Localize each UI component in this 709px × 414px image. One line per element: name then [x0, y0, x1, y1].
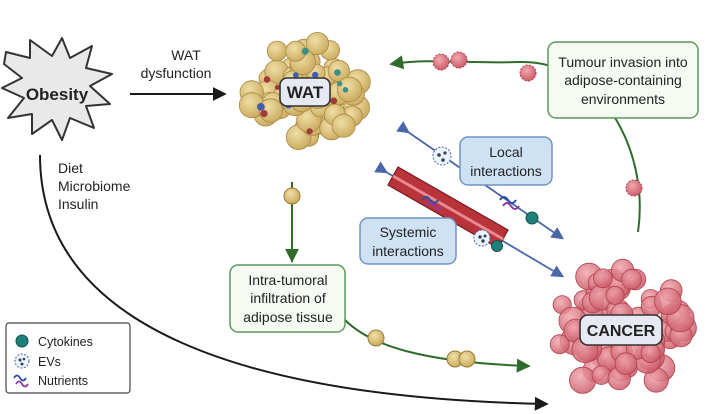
obesity-starburst: [1, 37, 113, 141]
immune-cell: [334, 69, 341, 76]
tumour-cell: [640, 343, 661, 364]
immune-cell: [330, 97, 338, 105]
immune-cell: [263, 76, 271, 83]
obesity-label: Obesity: [26, 85, 89, 104]
cancer-label-box: [579, 314, 663, 346]
immune-cell: [293, 72, 299, 78]
wat-cluster: WAT: [238, 31, 371, 150]
box-tumour-invasion: Tumour invasion into adipose-containing …: [547, 41, 699, 119]
cytokine-vessel: [491, 240, 503, 252]
box-tumour-invasion-line-3: environments: [581, 91, 665, 107]
box-local-interactions: Local interactions: [459, 136, 553, 186]
legend-frame: [5, 322, 131, 394]
legend-nutrient-icon: [13, 374, 29, 388]
tumour-cell: [569, 366, 597, 394]
obesity-node: Obesity: [1, 37, 113, 141]
box-intratumoral-line-3: adipose tissue: [243, 309, 333, 325]
cytokine-local: [525, 211, 539, 225]
box-intratumoral-infiltration: Intra-tumoral infiltration of adipose ti…: [229, 264, 346, 333]
nutrient-local: [499, 196, 517, 204]
box-intratumoral-line-1: Intra-tumoral: [248, 272, 327, 288]
adipocyte: [336, 76, 363, 103]
systemic-factor-microbiome: Microbiome: [58, 178, 131, 194]
legend: Cytokines EVs Nutrients: [5, 322, 131, 394]
adipocyte: [305, 31, 329, 56]
legend-cytokines: Cytokines: [38, 335, 93, 349]
tumour-cell: [605, 285, 625, 305]
nutrient-vessel: [421, 196, 439, 204]
cancer-label: CANCER: [587, 323, 656, 340]
box-tumour-invasion-line-1: Tumour invasion into: [558, 54, 688, 70]
adipocyte: [331, 113, 356, 138]
legend-cytokine-icon: [15, 334, 29, 348]
box-systemic-line-2: interactions: [372, 243, 444, 259]
immune-cell: [337, 81, 343, 87]
immune-cell: [301, 47, 309, 55]
adipocyte: [266, 40, 288, 62]
wat-dysfunction-label-2: dysfunction: [141, 65, 212, 81]
box-systemic-line-1: Systemic: [380, 224, 437, 240]
immune-cell: [257, 103, 265, 111]
arrow-obesity-to-cancer: [39, 154, 549, 411]
legend-evs: EVs: [38, 355, 61, 369]
invading-tumour-cells: [432, 51, 643, 197]
tumour-cell: [621, 268, 642, 290]
wat-dysfunction-label-1: WAT: [171, 47, 201, 63]
box-systemic-interactions: Systemic interactions: [359, 217, 457, 265]
legend-nutrients: Nutrients: [38, 374, 88, 388]
tumour-cell: [591, 365, 612, 385]
immune-cell: [312, 71, 319, 79]
wat-label-box: [279, 77, 331, 107]
box-intratumoral-line-2: infiltration of: [250, 290, 326, 306]
tumour-cell: [654, 287, 682, 316]
tumour-cell: [549, 334, 570, 355]
tumour-cell: [593, 268, 613, 289]
systemic-factor-insulin: Insulin: [58, 196, 98, 212]
ev-vesicle-vessel: [473, 229, 491, 247]
migrating-adipocytes: [283, 187, 476, 368]
blood-vessel: [374, 161, 565, 278]
legend-ev-icon: [14, 353, 30, 369]
systemic-factor-diet: Diet: [58, 160, 83, 176]
immune-cell: [260, 110, 268, 118]
box-tumour-invasion-line-2: adipose-containing: [564, 72, 682, 88]
immune-cell: [274, 85, 280, 90]
tumour-cell: [614, 352, 638, 376]
box-local-line-2: interactions: [470, 163, 542, 179]
immune-cell: [306, 128, 313, 135]
cancer-cluster: CANCER: [549, 258, 697, 394]
ev-vesicle-local: [432, 146, 452, 166]
wat-label: WAT: [287, 83, 324, 102]
immune-cell: [342, 87, 349, 93]
box-local-line-1: Local: [489, 144, 522, 160]
